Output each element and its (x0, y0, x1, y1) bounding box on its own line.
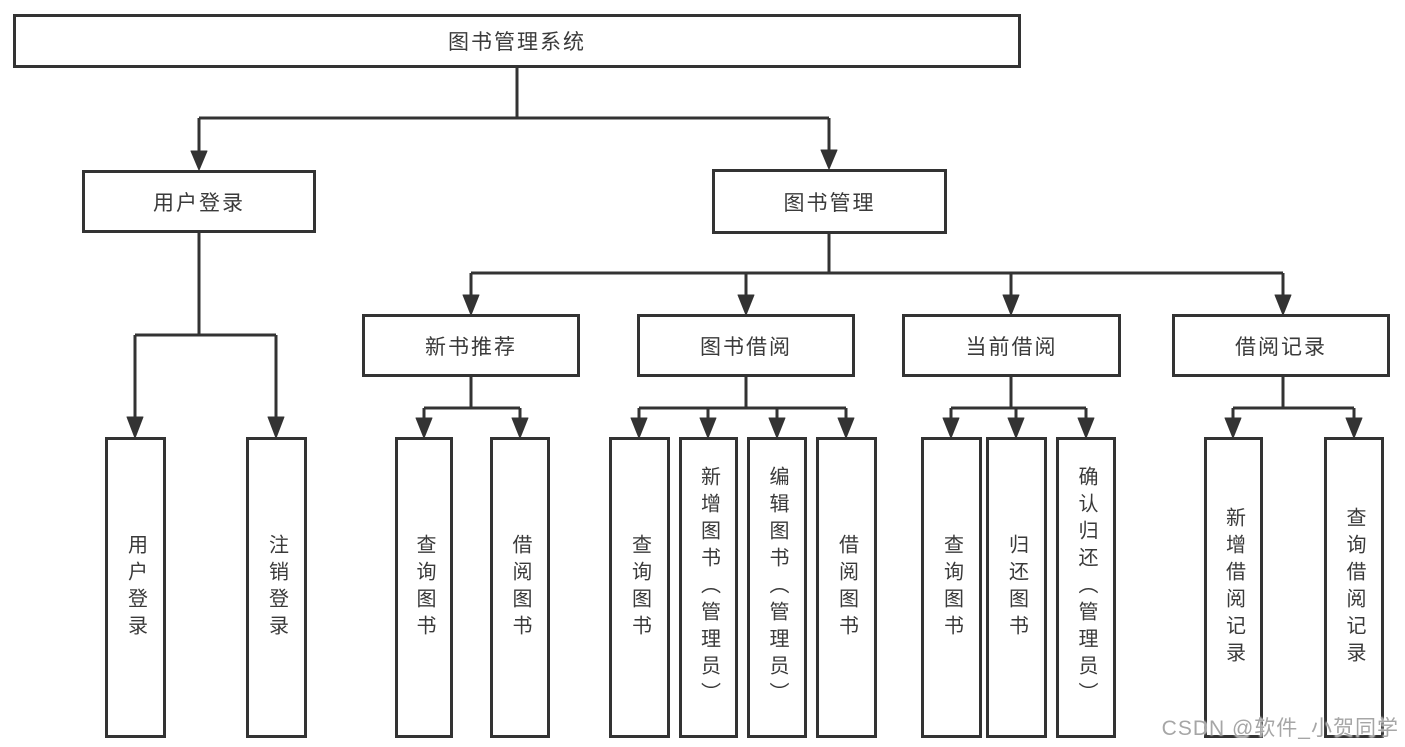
node-label: 确认归还（管理员） (1075, 466, 1097, 709)
node-label: 查询图书 (628, 533, 651, 642)
node-label: 借阅图书 (835, 533, 858, 642)
leaf-query-borrow-record: 查询借阅记录 (1324, 437, 1384, 738)
node-label: 借阅记录 (1235, 335, 1327, 359)
leaf-borrow-books-recommend: 借阅图书 (490, 437, 550, 738)
leaf-confirm-return-admin: 确认归还（管理员） (1056, 437, 1116, 738)
node-label: 用户登录 (153, 191, 245, 215)
leaf-query-books-current: 查询图书 (921, 437, 982, 738)
node-system-root: 图书管理系统 (13, 14, 1021, 68)
node-book-management: 图书管理 (712, 169, 947, 234)
node-current-borrowing: 当前借阅 (902, 314, 1121, 377)
node-label: 编辑图书（管理员） (766, 466, 788, 709)
node-user-login: 用户登录 (82, 170, 316, 233)
node-borrow-records: 借阅记录 (1172, 314, 1390, 377)
node-label: 图书管理系统 (448, 31, 586, 54)
node-new-book-recommend: 新书推荐 (362, 314, 580, 377)
node-label: 查询图书 (940, 533, 963, 642)
leaf-add-borrow-record: 新增借阅记录 (1204, 437, 1263, 738)
node-label: 图书管理 (783, 191, 876, 215)
node-label: 图书借阅 (700, 335, 792, 359)
node-label: 查询借阅记录 (1343, 506, 1365, 669)
leaf-return-book: 归还图书 (986, 437, 1047, 738)
leaf-query-books-borrowing: 查询图书 (609, 437, 670, 738)
node-label: 用户登录 (124, 533, 147, 642)
csdn-watermark: CSDN @软件_小贺同学 (1161, 717, 1399, 740)
leaf-query-books-recommend: 查询图书 (395, 437, 453, 738)
node-label: 新增图书（管理员） (697, 466, 720, 709)
node-label: 当前借阅 (965, 335, 1058, 359)
node-label: 查询图书 (413, 533, 435, 642)
node-label: 归还图书 (1005, 533, 1028, 642)
leaf-borrow-books: 借阅图书 (816, 437, 877, 738)
leaf-user-login: 用户登录 (105, 437, 166, 738)
leaf-logout: 注销登录 (246, 437, 307, 738)
node-label: 新增借阅记录 (1222, 506, 1245, 669)
node-book-borrowing: 图书借阅 (637, 314, 855, 377)
node-label: 注销登录 (265, 533, 288, 642)
leaf-add-book-admin: 新增图书（管理员） (679, 437, 738, 738)
leaf-edit-book-admin: 编辑图书（管理员） (747, 437, 807, 738)
node-label: 借阅图书 (509, 533, 531, 642)
node-label: 新书推荐 (425, 335, 517, 359)
